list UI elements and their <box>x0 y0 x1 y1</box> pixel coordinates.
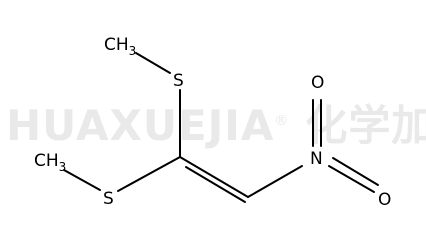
atom-methyl-top-subscript: 3 <box>129 44 137 58</box>
atom-oxygen-top: O <box>311 73 324 93</box>
watermark-registered-mark: ® <box>274 113 290 129</box>
atom-methyl-left-main: CH <box>34 151 59 171</box>
bond-nitrogen-oxygen-right-1 <box>328 165 375 193</box>
atom-oxygen-right: O <box>378 190 391 210</box>
bond-carbon-nitrogen <box>247 165 303 198</box>
bond-methyl-top-sulfur <box>135 52 171 74</box>
bond-sulfur-left-carbon <box>117 156 181 192</box>
bond-carbon-carbon-double-inner <box>185 166 246 203</box>
atom-methyl-top: CH3 <box>104 35 136 58</box>
watermark-logo: HUAXUEJIA® 化学加 <box>6 92 426 153</box>
watermark-chinese: 化学加 <box>305 101 426 150</box>
bond-carbon-carbon-double-outer <box>179 156 249 198</box>
bond-nitrogen-oxygen-right-2 <box>332 157 379 186</box>
atom-sulfur-top: S <box>173 71 184 91</box>
atom-nitrogen: N <box>310 149 323 169</box>
atom-methyl-top-main: CH <box>104 35 129 55</box>
atom-methyl-left: CH3 <box>34 151 66 174</box>
bond-methyl-left-sulfur <box>63 169 101 191</box>
atom-sulfur-left: S <box>103 189 114 209</box>
atom-methyl-left-subscript: 3 <box>59 160 67 174</box>
watermark-brand: HUAXUEJIA <box>6 101 275 150</box>
